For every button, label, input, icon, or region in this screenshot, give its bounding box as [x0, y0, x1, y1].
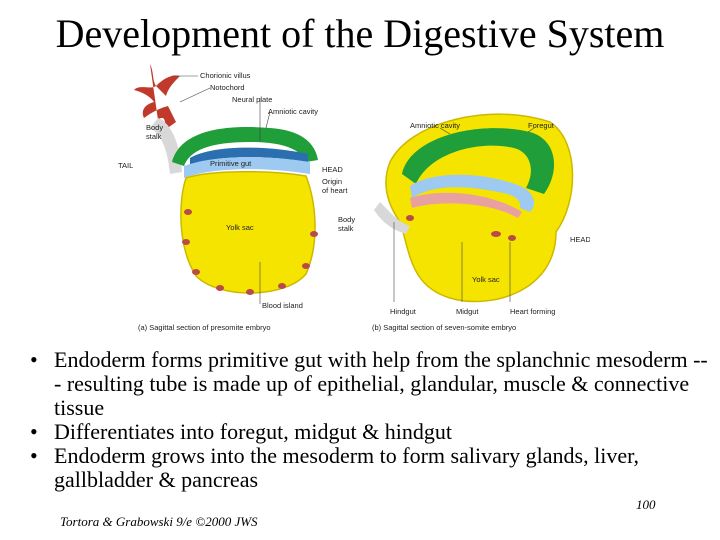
bullet-dot-icon: • — [30, 348, 38, 372]
label-primitive-gut: Primitive gut — [210, 159, 252, 168]
label-blood-island: Blood island — [262, 301, 303, 310]
bullet-item: • Endoderm forms primitive gut with help … — [30, 348, 710, 420]
bullet-list: • Endoderm forms primitive gut with help … — [30, 348, 710, 492]
label-head-right: HEAD — [570, 235, 590, 244]
label-amniotic-cavity-left: Amniotic cavity — [268, 107, 318, 116]
bullet-text: Endoderm forms primitive gut with help f… — [54, 347, 708, 420]
credit-line: Tortora & Grabowski 9/e ©2000 JWS — [60, 514, 258, 530]
label-hindgut: Hindgut — [390, 307, 417, 316]
label-foregut: Foregut — [528, 121, 555, 130]
label-body-stalk-left-2: stalk — [146, 132, 162, 141]
presomite-embryo: Chorionic villus Notochord Neural plate … — [118, 64, 348, 332]
label-yolk-sac-left: Yolk sac — [226, 223, 254, 232]
page-number: 100 — [636, 497, 656, 513]
embryo-figure: Chorionic villus Notochord Neural plate … — [110, 62, 590, 338]
label-tail: TAIL — [118, 161, 133, 170]
caption-left: (a) Sagittal section of presomite embryo — [138, 323, 271, 332]
label-origin-heart-1: Origin — [322, 177, 342, 186]
label-amniotic-cavity-right: Amniotic cavity — [410, 121, 460, 130]
label-head-left: HEAD — [322, 165, 343, 174]
label-heart-forming: Heart forming — [510, 307, 555, 316]
caption-right: (b) Sagittal section of seven-somite emb… — [372, 323, 516, 332]
embryo-diagram: Chorionic villus Notochord Neural plate … — [110, 62, 590, 338]
label-neural-plate: Neural plate — [232, 95, 272, 104]
label-yolk-sac-right: Yolk sac — [472, 275, 500, 284]
label-notochord: Notochord — [210, 83, 245, 92]
bullet-text: Differentiates into foregut, midgut & hi… — [54, 419, 452, 444]
label-body-stalk-left-1: Body — [146, 123, 163, 132]
label-body-stalk-right-2: stalk — [338, 224, 354, 233]
bullet-dot-icon: • — [30, 420, 38, 444]
bullet-item: • Endoderm grows into the mesoderm to for… — [30, 444, 710, 492]
bullet-text: Endoderm grows into the mesoderm to form… — [54, 443, 639, 492]
bullet-dot-icon: • — [30, 444, 38, 468]
slide-title: Development of the Digestive System — [0, 10, 720, 57]
yolk-sac-left-shape — [181, 172, 315, 293]
label-body-stalk-right-1: Body — [338, 215, 355, 224]
label-origin-heart-2: of heart — [322, 186, 348, 195]
label-chorionic-villus: Chorionic villus — [200, 71, 251, 80]
label-midgut: Midgut — [456, 307, 479, 316]
seven-somite-embryo: Amniotic cavity Foregut Body stalk HEAD … — [338, 114, 590, 332]
bullet-item: • Differentiates into foregut, midgut & h… — [30, 420, 710, 444]
